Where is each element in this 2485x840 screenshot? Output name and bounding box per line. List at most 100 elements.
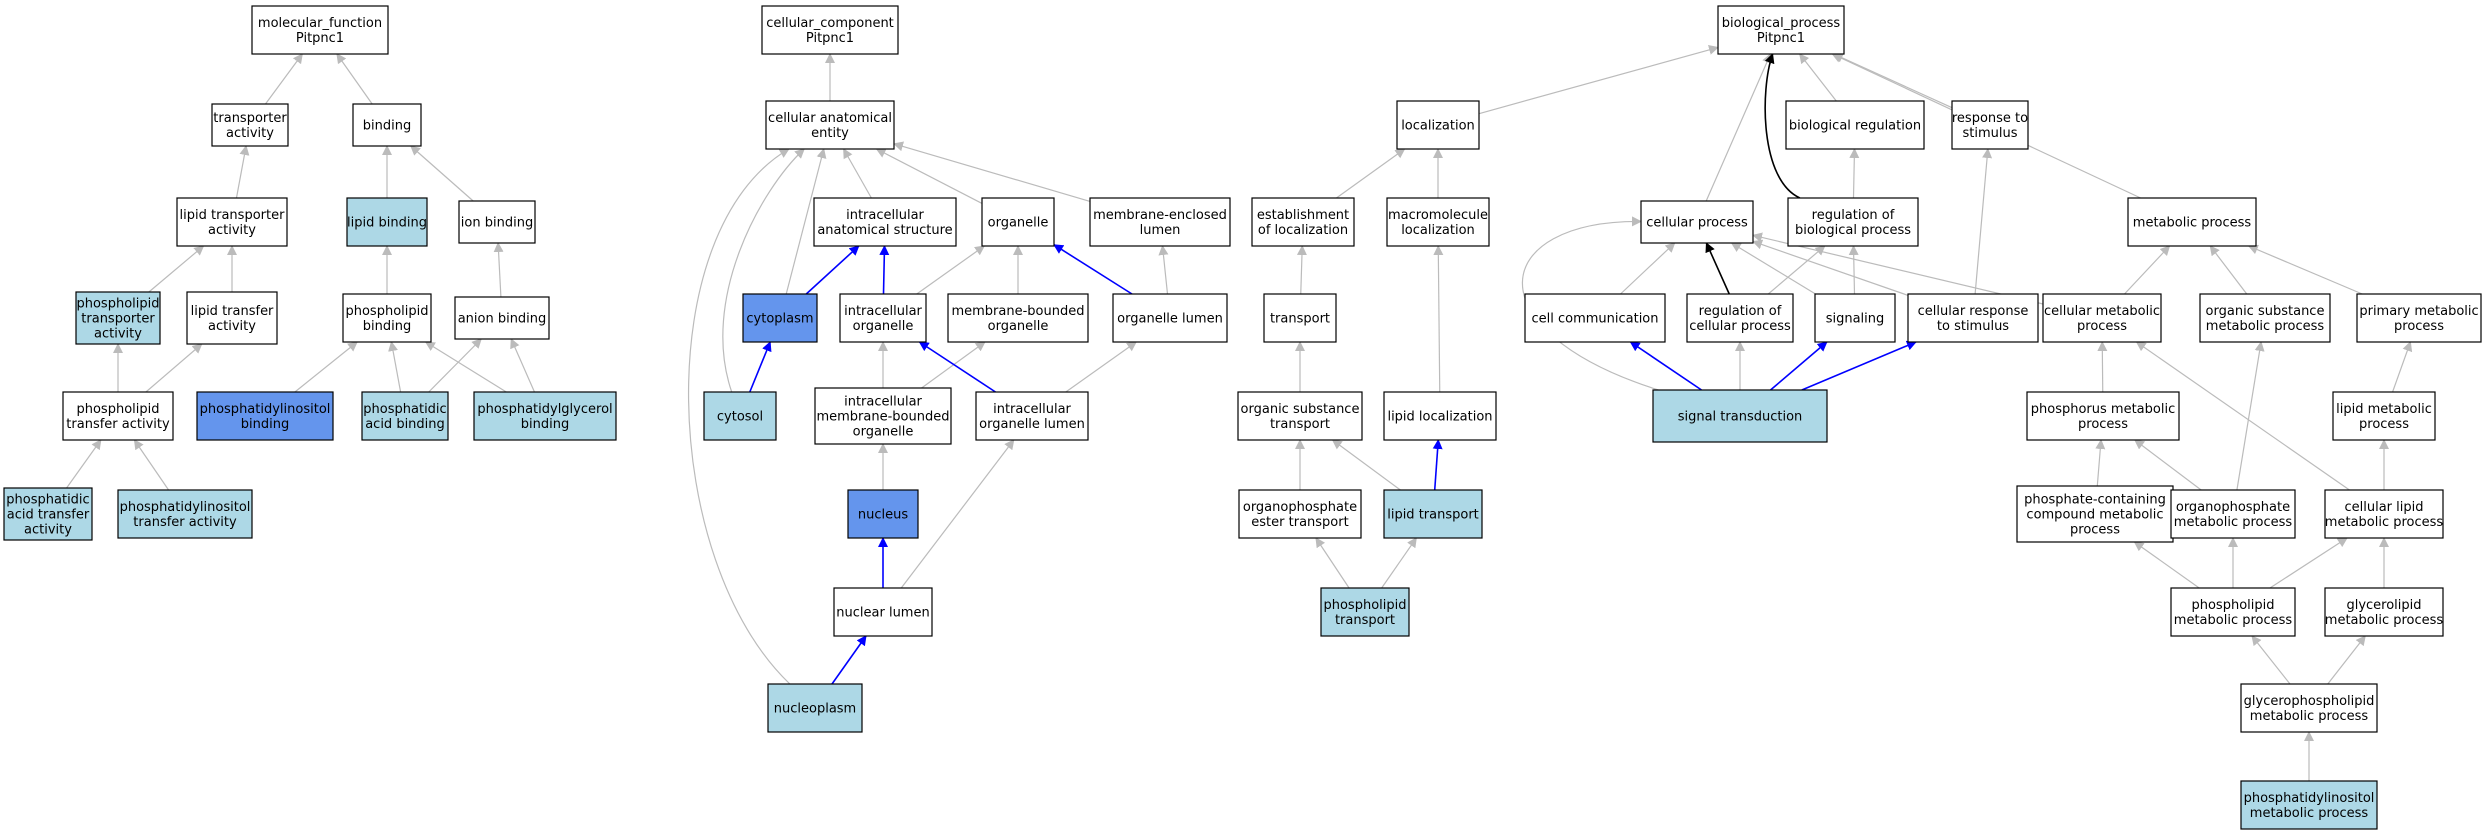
go-term-box bbox=[1717, 5, 1845, 55]
go-term-node-mp[interactable]: metabolic process bbox=[2127, 197, 2257, 247]
go-term-node-loc[interactable]: localization bbox=[1396, 100, 1480, 150]
go-term-label-line: intracellular bbox=[844, 395, 922, 410]
edge-st-to-sig bbox=[1769, 341, 1828, 391]
go-term-node-ol[interactable]: organelle lumen bbox=[1112, 293, 1228, 343]
go-term-label-line: membrane-bounded bbox=[951, 304, 1084, 319]
go-term-label-line: nuclear lumen bbox=[836, 606, 929, 621]
go-term-node-ll[interactable]: lipid localization bbox=[1383, 391, 1497, 441]
go-term-node-lt[interactable]: lipid transport bbox=[1383, 489, 1483, 539]
go-term-label-line: binding bbox=[363, 319, 411, 334]
edge-cmp-to-mp bbox=[2124, 245, 2171, 295]
go-term-node-np[interactable]: nucleoplasm bbox=[767, 683, 863, 733]
go-term-box bbox=[1951, 100, 2029, 150]
go-term-node-ib[interactable]: ion binding bbox=[458, 200, 536, 244]
go-term-node-lb[interactable]: lipid binding bbox=[346, 197, 428, 247]
go-term-label-line: lipid localization bbox=[1387, 410, 1492, 425]
go-term-label-line: metabolic process bbox=[2325, 515, 2444, 530]
go-term-node-br[interactable]: biological regulation bbox=[1785, 100, 1925, 150]
edge-rbp-to-br bbox=[1849, 148, 1860, 199]
go-term-node-bind[interactable]: binding bbox=[352, 103, 422, 147]
go-term-node-ab[interactable]: anion binding bbox=[454, 296, 550, 340]
go-term-label-line: transporter bbox=[213, 111, 287, 126]
go-term-label-line: regulation of bbox=[1699, 304, 1782, 319]
go-term-node-nuc[interactable]: nucleus bbox=[847, 489, 919, 539]
go-term-label-line: intracellular bbox=[846, 208, 924, 223]
go-term-box bbox=[186, 291, 278, 345]
go-term-label-line: lipid transporter bbox=[180, 208, 286, 223]
go-term-box bbox=[975, 391, 1089, 441]
go-term-box bbox=[211, 103, 289, 147]
edge-cp-to-bp bbox=[1705, 53, 1772, 202]
go-term-label-line: macromolecule bbox=[1388, 208, 1488, 223]
go-term-box bbox=[2026, 391, 2180, 441]
go-term-node-st[interactable]: signal transduction bbox=[1652, 389, 1828, 443]
go-term-box bbox=[1383, 391, 1497, 441]
go-term-box bbox=[2324, 587, 2444, 637]
go-term-node-cyto[interactable]: cytoplasm bbox=[742, 293, 818, 343]
go-term-node-cytosol[interactable]: cytosol bbox=[703, 391, 777, 441]
go-term-node-nl[interactable]: nuclear lumen bbox=[833, 587, 933, 637]
go-term-label-line: Pitpnc1 bbox=[296, 31, 344, 46]
edge-sig-to-cp bbox=[1730, 242, 1816, 295]
go-term-label-line: phospholipid bbox=[345, 304, 428, 319]
go-term-node-sig[interactable]: signaling bbox=[1814, 293, 1896, 343]
edge-pta-to-lta bbox=[148, 245, 205, 293]
go-term-label-line: membrane-bounded bbox=[816, 410, 949, 425]
go-term-node-cc2[interactable]: cell communication bbox=[1524, 293, 1666, 343]
go-term-node-cp[interactable]: cellular process bbox=[1640, 200, 1754, 244]
go-term-box bbox=[703, 391, 777, 441]
go-term-label-line: biological regulation bbox=[1789, 119, 1921, 134]
go-term-label-line: activity bbox=[226, 126, 274, 141]
go-term-node-tr[interactable]: transport bbox=[1263, 293, 1337, 343]
edge-tr-to-eol bbox=[1296, 245, 1307, 295]
edge-pib-to-pb bbox=[294, 341, 358, 393]
edge-pmp-to-mp bbox=[2247, 244, 2363, 295]
go-term-node-org[interactable]: organelle bbox=[981, 197, 1055, 247]
go-term-label-line: process bbox=[2070, 523, 2120, 538]
go-term-box bbox=[1907, 293, 2039, 343]
go-term-label-line: activity bbox=[94, 327, 142, 342]
